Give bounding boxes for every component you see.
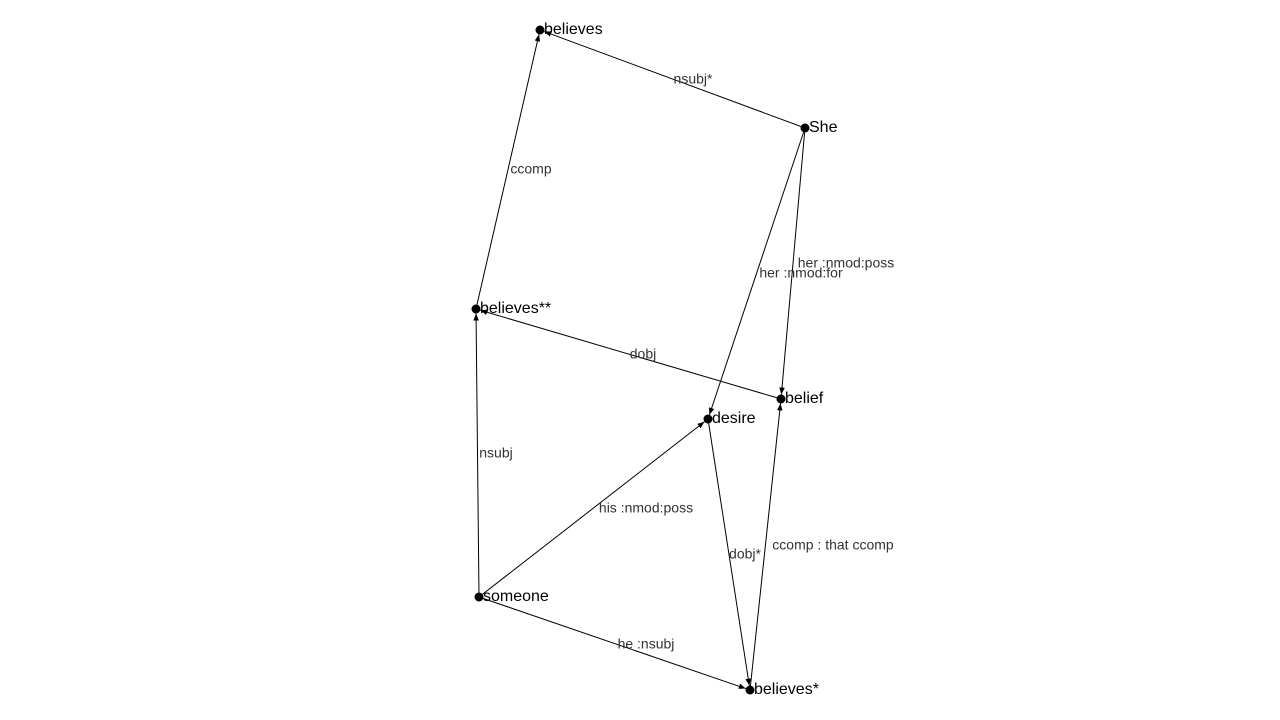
edge-label: ccomp [510,161,551,177]
edge-label: nsubj* [674,71,713,87]
edge-someone-to-believes_dd [473,313,480,598]
edge-label: he :nsubj [618,636,675,652]
node-someone: someone [474,588,549,605]
edge-believes_dd-to-believes_top [475,34,541,310]
node-dot [800,123,810,133]
node-she: She [800,119,838,136]
node-dot [745,685,755,695]
node-label: someone [483,588,549,605]
node-label: desire [712,410,756,427]
edge-someone-to-believes_d [478,596,746,690]
node-dot [703,414,713,424]
edge-label: his :nmod:poss [599,500,693,516]
node-dot [776,394,786,404]
edge-label: nsubj [479,445,512,461]
node-dot [474,592,484,602]
edge-belief-to-believes_dd [480,309,782,400]
node-label: believes* [754,681,819,698]
node-label: She [809,119,838,136]
edge-label: her :nmod:poss [798,255,895,271]
edge-label: her :nmod:for [759,265,843,281]
node-belief: belief [776,390,824,407]
node-desire: desire [703,410,756,427]
node-dot [471,304,481,314]
node-label: believes** [480,300,551,317]
edge-she-to-believes_top [544,31,806,129]
edge-someone-to-desire [478,421,705,598]
edge-label: ccomp : that ccomp [772,537,894,553]
edge-she-to-belief [779,127,806,395]
edge-she-to-desire [708,127,806,415]
node-believes_top: believes [535,21,603,38]
edge-label: dobj [630,346,656,362]
node-believes_dd: believes** [471,300,551,317]
edges-layer [473,31,806,691]
node-believes_d: believes* [745,681,819,698]
node-dot [535,25,545,35]
edge-label: dobj* [729,546,761,562]
edge-believes_d-to-belief [749,403,783,691]
edge-desire-to-believes_d [707,418,752,686]
node-label: believes [544,21,603,38]
node-label: belief [785,390,824,407]
